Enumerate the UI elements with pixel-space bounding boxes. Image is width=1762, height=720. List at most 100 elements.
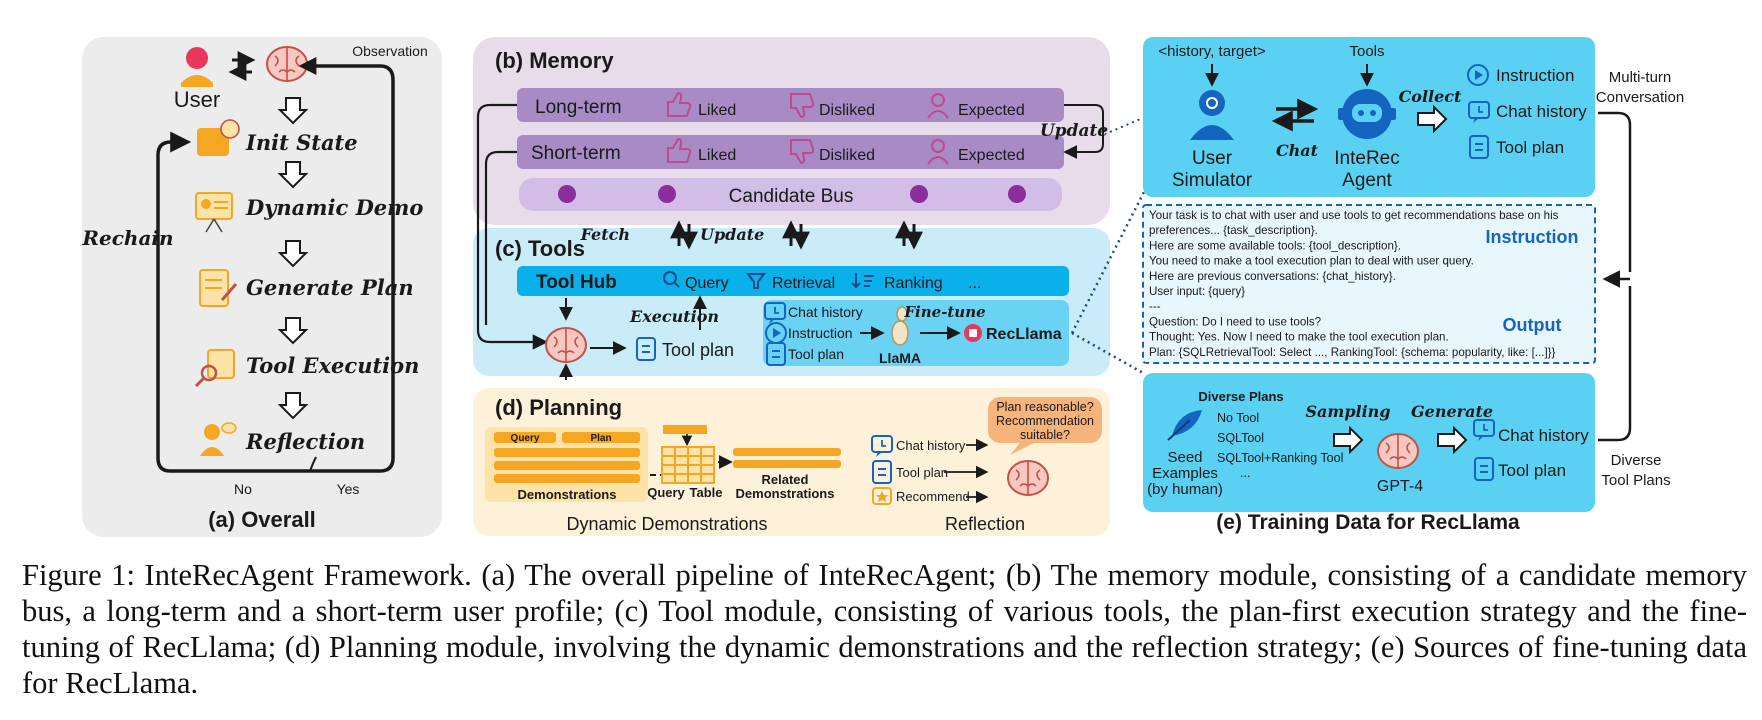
- step-reflection: Reflection: [245, 429, 365, 454]
- presentation-icon: [195, 192, 233, 233]
- table-label: Table: [690, 485, 723, 500]
- update-label-c: Update: [700, 225, 764, 244]
- reflect-input-chat: Chat history: [896, 438, 966, 453]
- sampling-label: Sampling: [1305, 402, 1390, 421]
- collect-label: Collect: [1399, 87, 1462, 106]
- reflect-input-recommend: Recommend: [896, 489, 970, 504]
- gpt4-label: GPT-4: [1377, 478, 1423, 495]
- brain-icon: [545, 327, 587, 363]
- demonstrations-label: Demonstrations: [518, 487, 617, 502]
- step-init-state: Init State: [245, 130, 358, 155]
- chat-label: Chat: [1276, 141, 1319, 160]
- disliked-label: Disliked: [819, 147, 875, 164]
- multi-turn-label-1: Multi-turn: [1609, 69, 1672, 86]
- step-generate-plan: Generate Plan: [246, 275, 414, 300]
- person-expected-icon: [927, 139, 949, 165]
- brain-icon: [266, 46, 308, 82]
- user-simulator-icon: [1190, 90, 1234, 140]
- related-label: Related: [762, 472, 809, 487]
- sort-icon: [851, 273, 874, 289]
- thumbs-down-icon: [790, 139, 815, 165]
- recllama-label: RecLlama: [986, 326, 1062, 343]
- overall-loop-arrow: [156, 64, 395, 473]
- plan-doc-icon: [199, 269, 238, 307]
- plan-question-1: Plan reasonable?: [996, 400, 1093, 414]
- agent-label-1: InteRec: [1334, 148, 1399, 169]
- brain-icon: [1007, 460, 1049, 496]
- prompt-line: Plan: {SQLRetrievalTool: Select ..., Ran…: [1149, 346, 1556, 359]
- prompt-line: ---: [1149, 300, 1161, 313]
- update-label: Update: [1040, 121, 1108, 141]
- step-dynamic-demo: Dynamic Demo: [245, 195, 423, 220]
- collect-output-chat: Chat history: [1496, 102, 1587, 121]
- prompt-line: Here are previous conversations: {chat_h…: [1149, 270, 1396, 283]
- brain-icon: [1377, 433, 1419, 469]
- prompt-line: preferences... {task_description}.: [1149, 224, 1318, 237]
- prompt-text: Your task is to chat with user and use t…: [1149, 209, 1559, 359]
- panel-b-title: (b) Memory: [495, 48, 614, 73]
- instruction-heading: Instruction: [1486, 227, 1579, 247]
- related-demos-label: Demonstrations: [736, 486, 835, 501]
- figure-caption: Figure 1: InteRecAgent Framework. (a) Th…: [22, 558, 1747, 700]
- tool-plan-small: Tool plan: [788, 346, 844, 362]
- finetune-label: Fine-tune: [903, 303, 985, 321]
- candidate-bus: [519, 178, 1062, 211]
- seed-label-1: Seed: [1167, 449, 1202, 466]
- reflection-label: Reflection: [945, 514, 1025, 534]
- tool-plan-label: Tool plan: [662, 340, 734, 360]
- tool-query: Query: [685, 275, 729, 292]
- recllama-icon: [964, 324, 982, 342]
- person-expected-icon: [927, 93, 949, 119]
- reflection-person-icon: [200, 422, 237, 456]
- panel-d-title: (d) Planning: [495, 395, 622, 420]
- rechain-label: Rechain: [81, 226, 173, 250]
- seed-label-2: Examples: [1152, 465, 1218, 482]
- panel-e-title: (e) Training Data for RecLlama: [1216, 511, 1520, 534]
- gen-output-chat: Chat history: [1498, 426, 1589, 445]
- prompt-line: You need to make a tool execution plan t…: [1149, 255, 1474, 268]
- prompt-line: Your task is to chat with user and use t…: [1149, 209, 1559, 222]
- thumbs-up-icon: [667, 91, 692, 117]
- prompt-line: Question: Do I need to use tools?: [1149, 315, 1322, 328]
- plan-type-1: SQLTool: [1217, 431, 1264, 445]
- panel-c-title: (c) Tools: [495, 236, 585, 261]
- yes-label: Yes: [337, 481, 360, 497]
- query-col-label: Query: [511, 433, 540, 444]
- tool-hub-bar: [517, 266, 1069, 296]
- short-term-label: Short-term: [531, 143, 621, 164]
- no-label: No: [234, 481, 252, 497]
- robot-agent-icon: [1338, 89, 1396, 139]
- swap-arrows-icon: [228, 51, 256, 81]
- tool-ranking: Ranking: [884, 275, 943, 292]
- step-tool-execution: Tool Execution: [246, 353, 419, 378]
- panel-tools: (c) Tools Fetch Update Tool Hub Query Re…: [473, 103, 1110, 380]
- collect-output-plan: Tool plan: [1496, 138, 1564, 157]
- tool-ellipsis: ...: [968, 275, 981, 292]
- plan-question-2: Recommendation: [996, 414, 1094, 428]
- chat-history-small: Chat history: [788, 304, 863, 320]
- dynamic-demos-label: Dynamic Demonstrations: [566, 514, 767, 534]
- plan-type-2: SQLTool+Ranking Tool: [1217, 451, 1343, 465]
- execution-label: Execution: [629, 307, 719, 326]
- diverse-tool-plans-1: Diverse: [1611, 452, 1662, 469]
- agent-label-2: Agent: [1342, 170, 1392, 191]
- prompt-box: [1142, 204, 1596, 364]
- candidate-bus-label: Candidate Bus: [729, 186, 854, 207]
- reflect-input-plan: Tool plan: [896, 465, 948, 480]
- panel-overall: User Observation Rechain No Yes (a) Over…: [81, 37, 442, 537]
- multi-turn-label-2: Conversation: [1596, 89, 1684, 106]
- instruction-small: Instruction: [788, 325, 853, 341]
- expected-label: Expected: [958, 147, 1025, 164]
- output-heading: Output: [1503, 315, 1562, 335]
- panel-training-data: <history, target> User Simulator Chat To…: [1142, 37, 1684, 534]
- observation-label: Observation: [352, 43, 427, 59]
- user-label: User: [174, 87, 220, 112]
- prompt-line: Thought: Yes. Now I need to make the too…: [1149, 331, 1449, 344]
- plan-question-bubble: [988, 397, 1102, 443]
- tool-search-icon: [194, 349, 235, 388]
- init-state-icon: [197, 119, 240, 156]
- prompt-line: User input: {query}: [1149, 285, 1245, 298]
- prompt-line: Here are some available tools: {tool_des…: [1149, 239, 1401, 252]
- tool-hub-label: Tool Hub: [536, 272, 617, 293]
- panel-a-title: (a) Overall: [208, 507, 316, 532]
